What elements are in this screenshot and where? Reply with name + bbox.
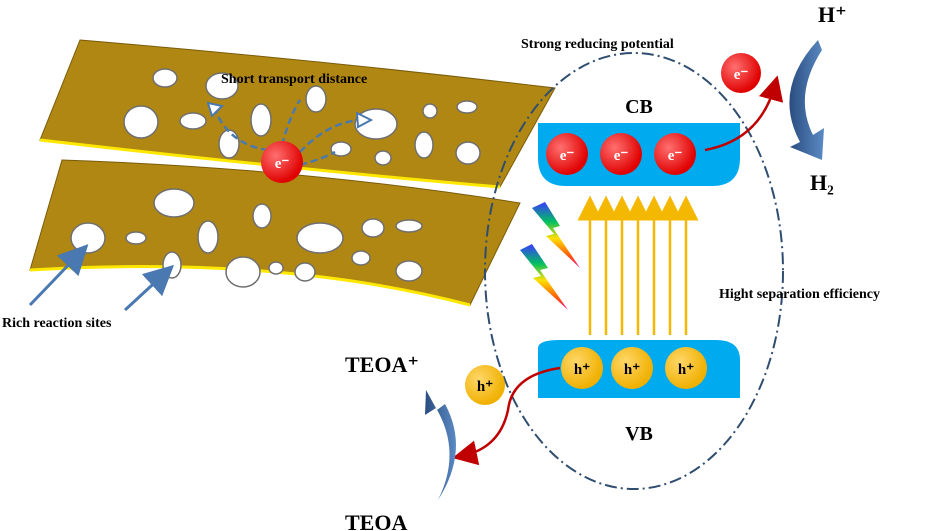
- svg-text:e⁻: e⁻: [734, 67, 749, 83]
- label-strong-reducing: Strong reducing potential: [521, 37, 674, 52]
- teoa-oxidation-arrow: [425, 390, 456, 500]
- nanosheet-top: [39, 39, 556, 189]
- label-short-transport: Short transport distance: [221, 72, 367, 87]
- excitation-arrows: [577, 195, 699, 335]
- svg-text:e⁻: e⁻: [614, 148, 629, 164]
- label-rich-sites: Rich reaction sites: [2, 316, 112, 331]
- label-teoa: TEOA: [345, 510, 407, 531]
- pores-top: [123, 68, 481, 166]
- nanosheet-bottom: [29, 159, 521, 307]
- light-bolt-icons: [520, 202, 580, 310]
- h-reduction-arrow: [789, 40, 824, 160]
- svg-text:h⁺: h⁺: [678, 362, 694, 378]
- reaction-site-arrows: [28, 244, 175, 312]
- separation-region: [484, 52, 784, 490]
- free-hole: h⁺: [465, 365, 505, 405]
- svg-text:e⁻: e⁻: [560, 148, 575, 164]
- conduction-band: e⁻ e⁻ e⁻: [538, 123, 740, 186]
- svg-text:h⁺: h⁺: [574, 362, 590, 378]
- cb-electrons: e⁻ e⁻ e⁻: [546, 133, 696, 175]
- transport-arrowheads: [206, 101, 374, 129]
- vb-holes: h⁺ h⁺ h⁺: [561, 347, 707, 389]
- svg-text:h⁺: h⁺: [624, 362, 640, 378]
- sheet-electron: e⁻: [261, 141, 303, 183]
- hole-transfer-arrow: [452, 366, 561, 466]
- svg-text:e⁻: e⁻: [275, 156, 290, 172]
- label-h2: H₂: [810, 170, 834, 195]
- valence-band: h⁺ h⁺ h⁺: [538, 340, 740, 398]
- svg-text:h⁺: h⁺: [477, 379, 493, 395]
- label-vb: VB: [625, 423, 653, 445]
- label-cb: CB: [625, 96, 653, 118]
- svg-text:e⁻: e⁻: [668, 148, 683, 164]
- pores-bottom: [70, 188, 423, 288]
- lightning-icon: [532, 202, 580, 268]
- free-electron: e⁻: [721, 53, 761, 93]
- label-teoa-plus: TEOA⁺: [345, 352, 419, 377]
- label-separation: Hight separation efficiency: [719, 287, 880, 302]
- label-h-plus: H⁺: [818, 2, 847, 27]
- electron-transfer-arrow: [704, 75, 784, 152]
- lightning-icon: [520, 244, 568, 310]
